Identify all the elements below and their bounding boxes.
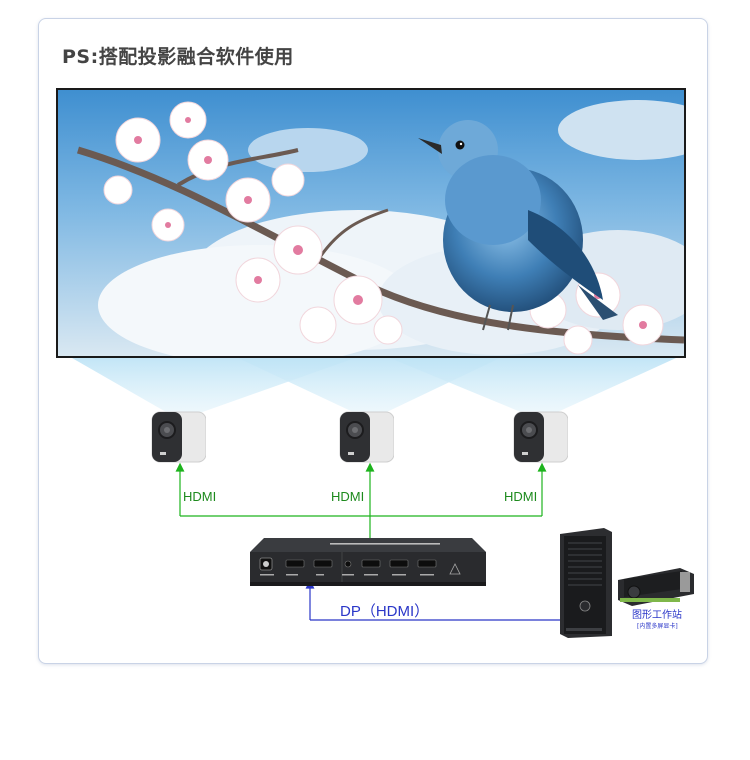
hdmi-label-center: HDMI xyxy=(331,489,365,504)
hdmi-label-right: HDMI xyxy=(504,489,538,504)
dp-label: DP（HDMI） xyxy=(340,603,430,620)
projector-icon xyxy=(513,411,568,463)
bird-on-branch-image xyxy=(58,90,684,356)
workstation-tower-icon xyxy=(560,528,612,638)
beam-right xyxy=(390,358,676,420)
projector-icon xyxy=(151,411,206,463)
workstation-subtitle: [内置多屏显卡] xyxy=(637,623,678,630)
fusion-box-icon xyxy=(250,538,486,586)
graphics-card-icon xyxy=(618,568,694,606)
projection-screen xyxy=(56,88,686,358)
bird xyxy=(418,120,618,331)
projector-icon xyxy=(339,411,394,463)
hdmi-label-left: HDMI xyxy=(183,489,217,504)
workstation-title: 图形工作站 xyxy=(632,610,682,621)
page-title: PS:搭配投影融合软件使用 xyxy=(62,46,294,68)
